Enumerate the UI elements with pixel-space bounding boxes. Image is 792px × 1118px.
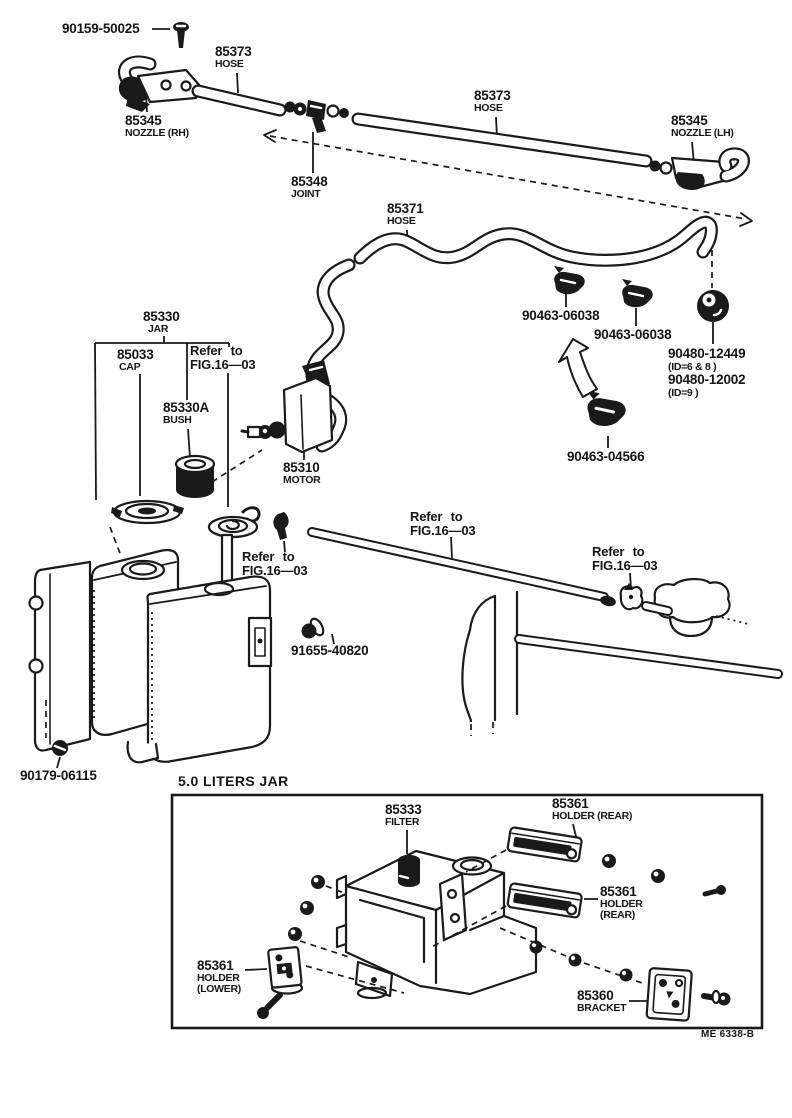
label-bush-85330a: 85330A BUSH	[163, 400, 210, 426]
label-grommet-group: 90480-12449 (ID=6 & 8 ) 90480-12002 (ID=…	[668, 346, 746, 400]
label-holder-lower: 85361 HOLDER (LOWER)	[197, 958, 241, 995]
inset-dashes	[299, 849, 646, 994]
nozzle-rh-art	[118, 55, 202, 112]
label-hose-85373-left: 85373 HOSE	[215, 44, 252, 70]
label-filter-85333: 85333 FILTER	[385, 802, 422, 828]
holder-lower-art	[257, 946, 304, 1019]
bolt-91655-art	[301, 613, 338, 639]
inset-box	[170, 793, 764, 1030]
direction-arrow	[558, 338, 598, 398]
routing-dashed-arrow	[263, 129, 753, 227]
holder-rear-1-art	[506, 826, 583, 863]
label-clamp-06038-b: 90463-06038	[594, 327, 672, 342]
holder-rear-2-art	[506, 882, 583, 919]
label-nozzle-rh: 85345 NOZZLE (RH)	[125, 113, 189, 139]
clamp-art-1	[554, 266, 585, 295]
screw-90159-art	[173, 22, 189, 48]
label-bracket-85360: 85360 BRACKET	[577, 988, 627, 1014]
clip-art	[619, 583, 644, 611]
bracket-art	[645, 967, 731, 1022]
label-motor-85310: 85310 MOTOR	[283, 460, 321, 486]
inset-screws	[702, 885, 726, 897]
clamp-art-3	[587, 390, 626, 427]
label-refer-fig-d: Refer to FIG.16—03	[592, 544, 658, 573]
label-refer-fig-b: Refer to FIG.16—03	[242, 549, 308, 578]
label-nut-90179: 90179-06115	[20, 768, 97, 783]
cap-art	[109, 499, 184, 557]
label-holder-rear-a: 85361 HOLDER (REAR)	[552, 796, 633, 822]
nut-90179-art	[45, 700, 68, 756]
label-refer-fig-a: Refer to FIG.16—03	[190, 343, 256, 372]
hose-85373-right-art	[351, 112, 653, 168]
filter-art	[398, 855, 420, 887]
label-hose-85371: 85371 HOSE	[387, 201, 424, 227]
figure-code: ME 6338-B	[701, 1029, 755, 1040]
label-nozzle-lh: 85345 NOZZLE (LH)	[671, 113, 734, 139]
bush-art	[174, 449, 263, 498]
label-clamp-04566: 90463-04566	[567, 449, 645, 464]
label-bolt-91655: 91655-40820	[291, 643, 369, 658]
clamp-art-2	[622, 279, 653, 308]
label-clamp-06038-a: 90463-06038	[522, 308, 600, 323]
motor-art	[240, 360, 334, 454]
label-hose-85373-right: 85373 HOSE	[474, 88, 511, 114]
body-sketch-art	[461, 590, 783, 736]
joint-art	[284, 100, 349, 133]
hose-85373-left-art	[191, 84, 287, 117]
label-jar-85330: 85330 JAR	[143, 309, 180, 335]
grommet-art	[697, 250, 729, 322]
label-joint-85348: 85348 JOINT	[291, 174, 328, 200]
jars-art	[28, 548, 273, 764]
rod-art	[307, 527, 616, 607]
inset-jar-art	[335, 849, 538, 1000]
cap-refer-art	[641, 578, 749, 638]
nozzle-lh-art	[649, 147, 750, 190]
label-holder-rear-b: 85361 HOLDER (REAR)	[600, 884, 643, 921]
label-cap-85033: 85033 CAP	[117, 347, 154, 373]
label-screw-90159: 90159-50025	[62, 21, 140, 36]
label-refer-fig-c: Refer to FIG.16—03	[410, 509, 476, 538]
inset-title: 5.0 LITERS JAR	[178, 773, 289, 789]
